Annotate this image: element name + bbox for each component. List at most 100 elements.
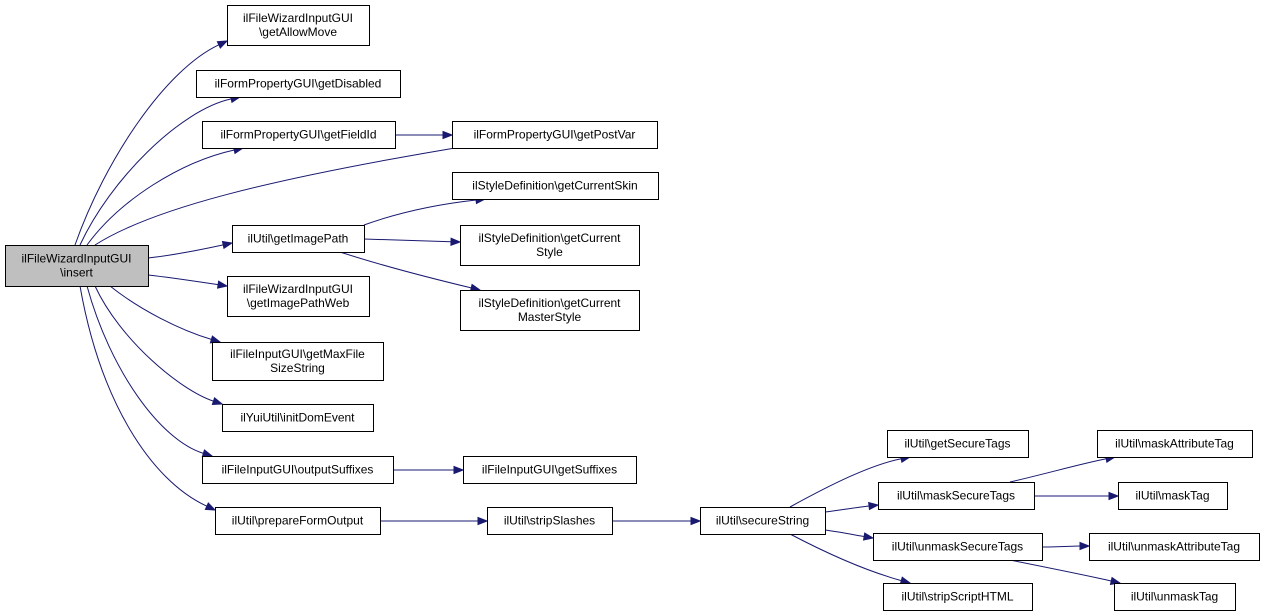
arrowhead-icon (477, 516, 489, 526)
node-unmaskAttributeTag[interactable]: ilUtil\unmaskAttributeTag (1089, 533, 1260, 561)
node-box (452, 172, 659, 200)
node-label: ilFileInputGUI\outputSuffixes (222, 463, 374, 477)
node-box (487, 507, 613, 535)
node-label: ilUtil\stripScriptHTML (901, 590, 1013, 604)
node-label: ilUtil\unmaskSecureTags (892, 540, 1023, 554)
node-label: ilFileWizardInputGUI (21, 252, 131, 266)
node-outputSuffixes[interactable]: ilFileInputGUI\outputSuffixes (202, 456, 394, 484)
node-getImagePath[interactable]: ilUtil\getImagePath (232, 225, 365, 253)
node-box (1089, 533, 1260, 561)
edge-line (94, 143, 477, 246)
node-box (215, 507, 381, 535)
edge-line (824, 505, 870, 513)
node-box (227, 5, 370, 46)
node-box (222, 404, 374, 432)
node-label: ilUtil\maskTag (1135, 489, 1209, 503)
edge-line (339, 251, 472, 289)
node-getAllowMove[interactable]: ilFileWizardInputGUI\getAllowMove (227, 5, 370, 46)
node-stripScriptHTML[interactable]: ilUtil\stripScriptHTML (883, 583, 1033, 611)
arrowhead-icon (453, 465, 465, 475)
edge-line (363, 238, 452, 243)
edge-line (86, 285, 204, 454)
node-label: ilUtil\stripSlashes (504, 514, 595, 528)
node-insert[interactable]: ilFileWizardInputGUI\insert (5, 245, 149, 287)
node-unmaskSecureTags[interactable]: ilUtil\unmaskSecureTags (873, 533, 1043, 561)
edge-line (789, 458, 902, 508)
arrowhead-icon (221, 240, 234, 250)
node-getCurrentSkin[interactable]: ilStyleDefinition\getCurrentSkin (452, 172, 659, 200)
node-maskAttributeTag[interactable]: ilUtil\maskAttributeTag (1097, 430, 1253, 458)
node-box (202, 456, 394, 484)
node-label: ilFormPropertyGUI\getFieldId (220, 128, 376, 142)
edge-line (79, 285, 208, 507)
node-label: ilUtil\unmaskTag (1131, 590, 1218, 604)
edge-line (147, 244, 224, 259)
node-getFieldId[interactable]: ilFormPropertyGUI\getFieldId (202, 121, 396, 149)
node-label: \getImagePathWeb (247, 296, 350, 310)
node-box (700, 507, 826, 535)
node-box (232, 225, 365, 253)
node-getSuffixes[interactable]: ilFileInputGUI\getSuffixes (463, 456, 637, 484)
edge-line (1009, 458, 1107, 483)
edge-maskSecureTags-to-maskTag (1034, 491, 1120, 501)
node-label: \getAllowMove (259, 25, 337, 39)
node-label: ilStyleDefinition\getCurrent (478, 231, 621, 245)
node-box (878, 482, 1035, 510)
arrowhead-icon (868, 501, 880, 511)
node-secureString[interactable]: ilUtil\secureString (700, 507, 826, 535)
node-box (196, 70, 401, 98)
node-label: ilUtil\getImagePath (248, 232, 349, 246)
arrowhead-icon (899, 576, 912, 585)
node-label: ilUtil\prepareFormOutput (232, 514, 364, 528)
node-getDisabled[interactable]: ilFormPropertyGUI\getDisabled (196, 70, 401, 98)
edge-insert-to-initDomEvent (94, 285, 224, 406)
edge-insert-to-outputSuffixes (86, 285, 214, 458)
edge-getFieldId-to-getPostVar (395, 130, 454, 140)
arrowhead-icon (204, 502, 217, 511)
edge-line (147, 274, 219, 286)
node-label: ilFileWizardInputGUI (243, 11, 353, 25)
node-box (463, 456, 637, 484)
arrowhead-icon (1108, 491, 1120, 501)
node-box (5, 245, 149, 287)
edge-insert-to-getImagePathWeb (147, 274, 229, 289)
arrowhead-icon (862, 532, 875, 541)
node-box (212, 342, 384, 381)
arrowhead-icon (209, 335, 222, 344)
arrowhead-icon (1079, 541, 1091, 551)
node-label: ilStyleDefinition\getCurrent (478, 296, 621, 310)
edge-line (824, 529, 865, 538)
node-box (873, 533, 1043, 561)
edge-insert-to-getMaxFileSizeString (109, 285, 222, 344)
edge-line (74, 44, 220, 246)
node-prepareFormOutput[interactable]: ilUtil\prepareFormOutput (215, 507, 381, 535)
node-label: ilUtil\maskSecureTags (897, 489, 1015, 503)
arrowhead-icon (216, 40, 229, 49)
edge-line (86, 149, 235, 246)
arrowhead-icon (442, 130, 454, 140)
node-getImagePathWeb[interactable]: ilFileWizardInputGUI\getImagePathWeb (227, 276, 370, 317)
edge-insert-to-getDisabled (79, 94, 242, 246)
node-label: ilUtil\maskAttributeTag (1115, 437, 1234, 451)
edge-secureString-to-unmaskSecureTags (824, 529, 875, 541)
node-box (883, 583, 1033, 611)
edge-insert-to-getAllowMove (74, 40, 229, 246)
edge-insert-to-getFieldId (86, 145, 245, 246)
node-stripSlashes[interactable]: ilUtil\stripSlashes (487, 507, 613, 535)
node-initDomEvent[interactable]: ilYuiUtil\initDomEvent (222, 404, 374, 432)
node-maskSecureTags[interactable]: ilUtil\maskSecureTags (878, 482, 1035, 510)
edge-line (1009, 559, 1112, 582)
node-maskTag[interactable]: ilUtil\maskTag (1118, 482, 1228, 510)
edge-line (79, 98, 232, 246)
node-label: ilFileInputGUI\getMaxFile (230, 347, 365, 361)
node-box (460, 225, 640, 266)
edge-unmaskSecureTags-to-unmaskAttributeTag (1041, 541, 1091, 551)
edge-maskSecureTags-to-maskAttributeTag (1009, 454, 1117, 483)
node-label: MasterStyle (518, 310, 582, 324)
node-getPostVar[interactable]: ilFormPropertyGUI\getPostVar (452, 121, 658, 149)
node-getSecureTags[interactable]: ilUtil\getSecureTags (887, 430, 1029, 458)
node-unmaskTag[interactable]: ilUtil\unmaskTag (1114, 583, 1236, 611)
